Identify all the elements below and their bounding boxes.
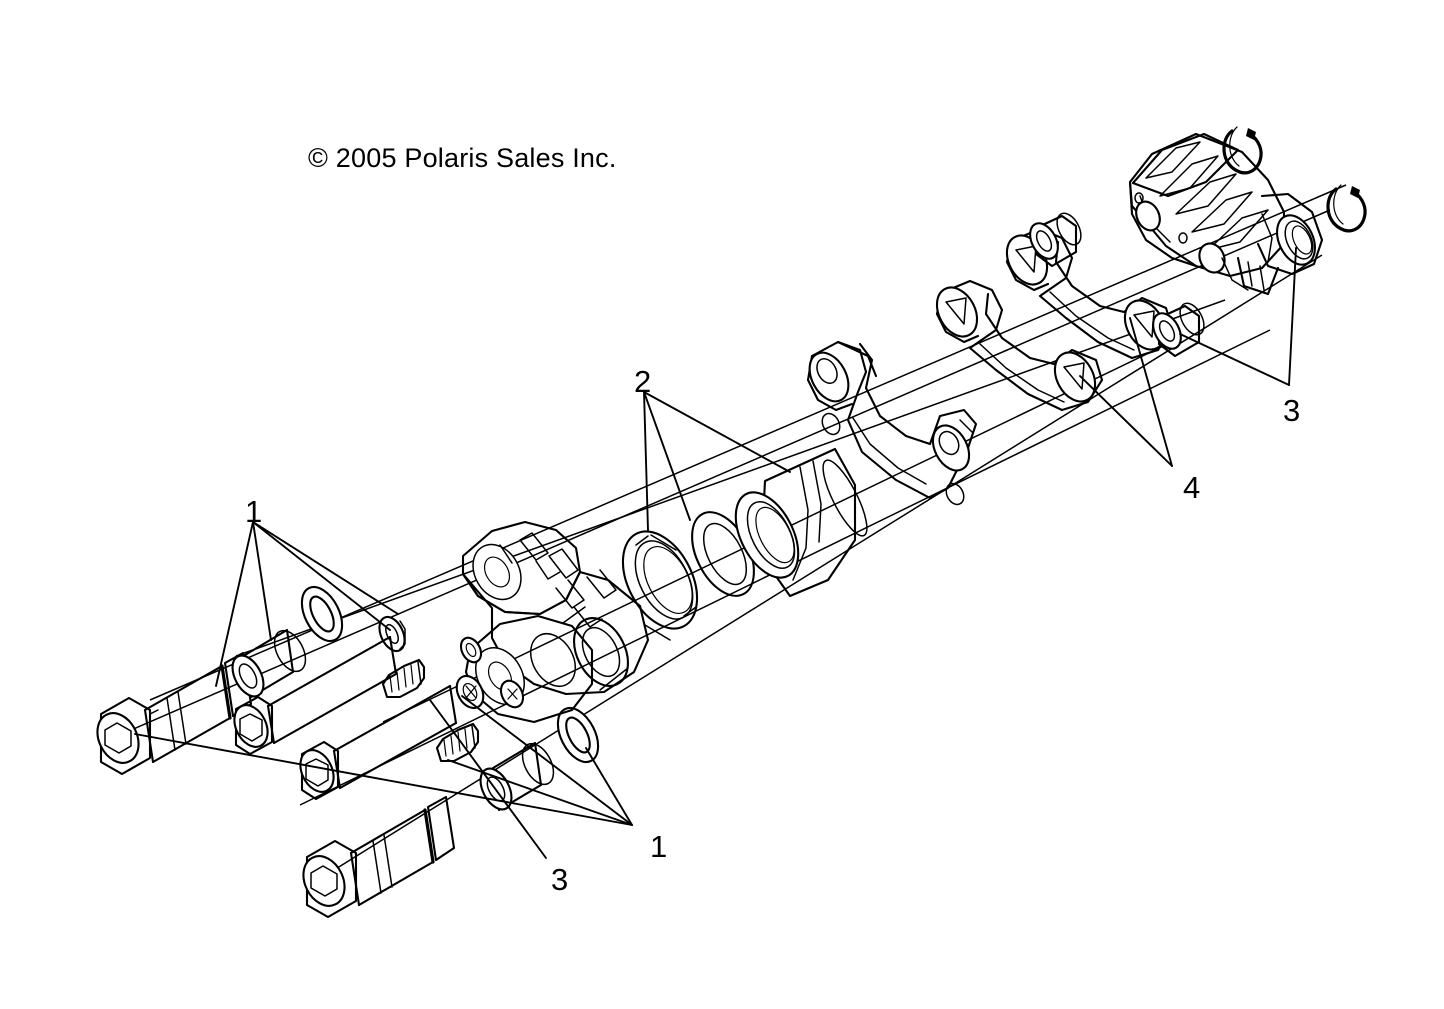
leader-lines-callout-3-right [1179,247,1297,386]
part-hex-bolt-upper-left [233,635,398,756]
part-caliper-housing [1128,132,1324,296]
callout-1-lower-right: 1 [650,829,668,864]
part-brake-pad-rear [1005,227,1174,360]
callout-2: 2 [634,364,652,399]
callout-1-upper-left: 1 [245,494,263,529]
callout-3-right: 3 [1283,393,1301,428]
part-piston [734,447,868,598]
part-washer-upper-left [300,585,344,643]
part-bleeder-screw-lower [435,722,480,763]
leader-lines-callout-1-lower-right [134,695,633,826]
callout-3-lower: 3 [551,862,569,897]
part-brake-pad-front [935,279,1104,412]
leader-lines-callout-3-lower [429,699,547,859]
part-caliper-body [455,520,650,724]
part-retaining-clip-upper [1222,126,1263,175]
part-washer-lower [556,706,600,764]
assembly-axis-lines [107,184,1347,881]
part-retaining-clip-lower [1326,184,1367,233]
callout-4: 4 [1183,470,1201,505]
part-spacer-upper-left [231,628,307,699]
part-hex-bolt-lower-left [299,684,458,801]
part-bleeder-screw-upper [381,658,426,699]
part-bushing-upper [1029,212,1082,268]
part-mounting-bracket [806,340,978,506]
leader-lines-callout-2 [643,391,791,531]
copyright-notice: © 2005 Polaris Sales Inc. [308,143,617,173]
leader-lines-callout-1-upper-left [215,521,399,687]
leader-lines-callout-4 [1079,317,1173,467]
part-dust-seal [621,530,699,641]
part-cap-screw-lower [302,795,456,919]
